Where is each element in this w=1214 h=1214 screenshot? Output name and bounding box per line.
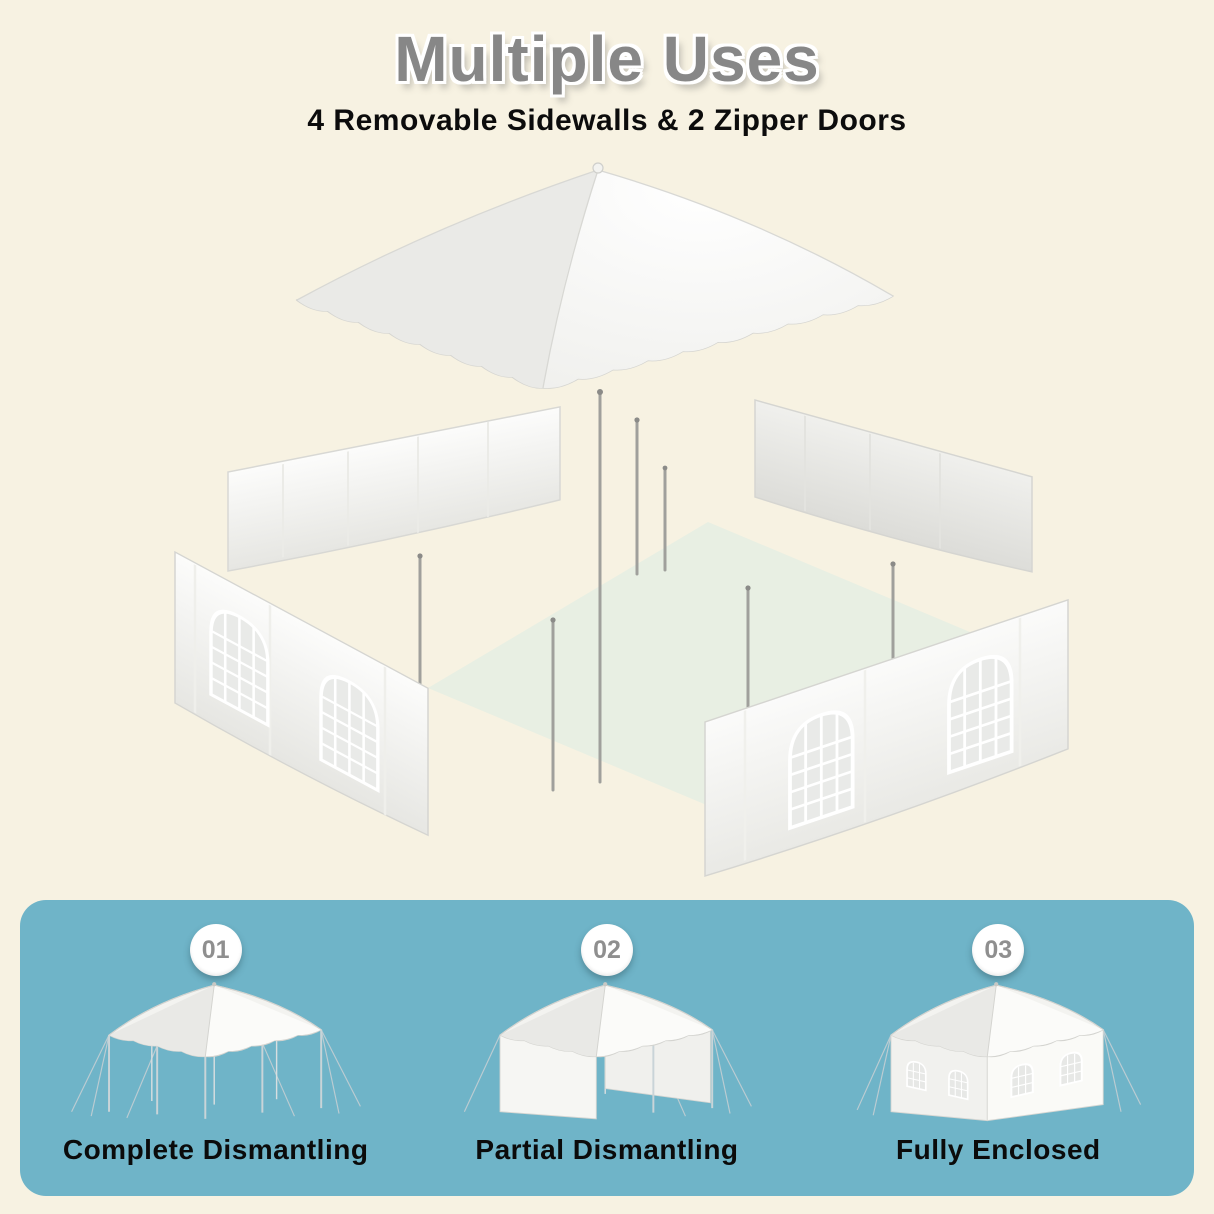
- tent-canopy: [295, 162, 894, 389]
- tent-poles: [417, 389, 896, 792]
- page-subtitle: 4 Removable Sidewalls & 2 Zipper Doors: [307, 104, 907, 137]
- option-badge: 03: [972, 924, 1025, 976]
- option-fully-enclosed: 03 Fully Enclosed: [803, 900, 1194, 1196]
- option-label: Partial Dismantling: [475, 1134, 739, 1165]
- sidewall-back-right: [754, 399, 1033, 573]
- tent-legs: [652, 1029, 714, 1113]
- guy-ropes: [856, 1029, 1142, 1116]
- option-badge: 02: [580, 924, 633, 976]
- sidewall-front-left: [174, 550, 429, 837]
- badge-number: 02: [593, 935, 621, 964]
- page-title: Multiple Uses: [394, 23, 820, 95]
- arched-window: [1010, 1061, 1035, 1099]
- option-complete-dismantling: 01 Complete Dismantlin: [20, 900, 411, 1196]
- tent-partial-walls-illustration: [463, 981, 752, 1120]
- option-badge: 01: [189, 924, 242, 976]
- badge-number: 01: [201, 935, 230, 964]
- arched-window: [948, 1068, 969, 1101]
- canopy-peak-cap: [592, 162, 604, 174]
- options-panel: 01 Complete Dismantlin: [20, 900, 1194, 1196]
- badge-number: 03: [984, 935, 1013, 964]
- exploded-tent-diagram: [174, 162, 1069, 877]
- option-partial-dismantling: 02 Partial Dismantling: [411, 900, 802, 1196]
- header: Multiple Uses 4 Removable Sidewalls & 2 …: [0, 22, 1214, 138]
- arched-window: [1059, 1049, 1084, 1087]
- tent-legs: [107, 1029, 322, 1119]
- option-label: Complete Dismantling: [62, 1134, 369, 1165]
- sidewall-front-right: [704, 598, 1069, 877]
- tent-frame-illustration: [70, 981, 361, 1119]
- sidewall-back-left: [227, 405, 561, 572]
- tent-enclosed-illustration: [856, 981, 1142, 1122]
- tent-floor: [428, 522, 1008, 814]
- option-label: Fully Enclosed: [896, 1134, 1101, 1165]
- arched-window: [906, 1059, 927, 1092]
